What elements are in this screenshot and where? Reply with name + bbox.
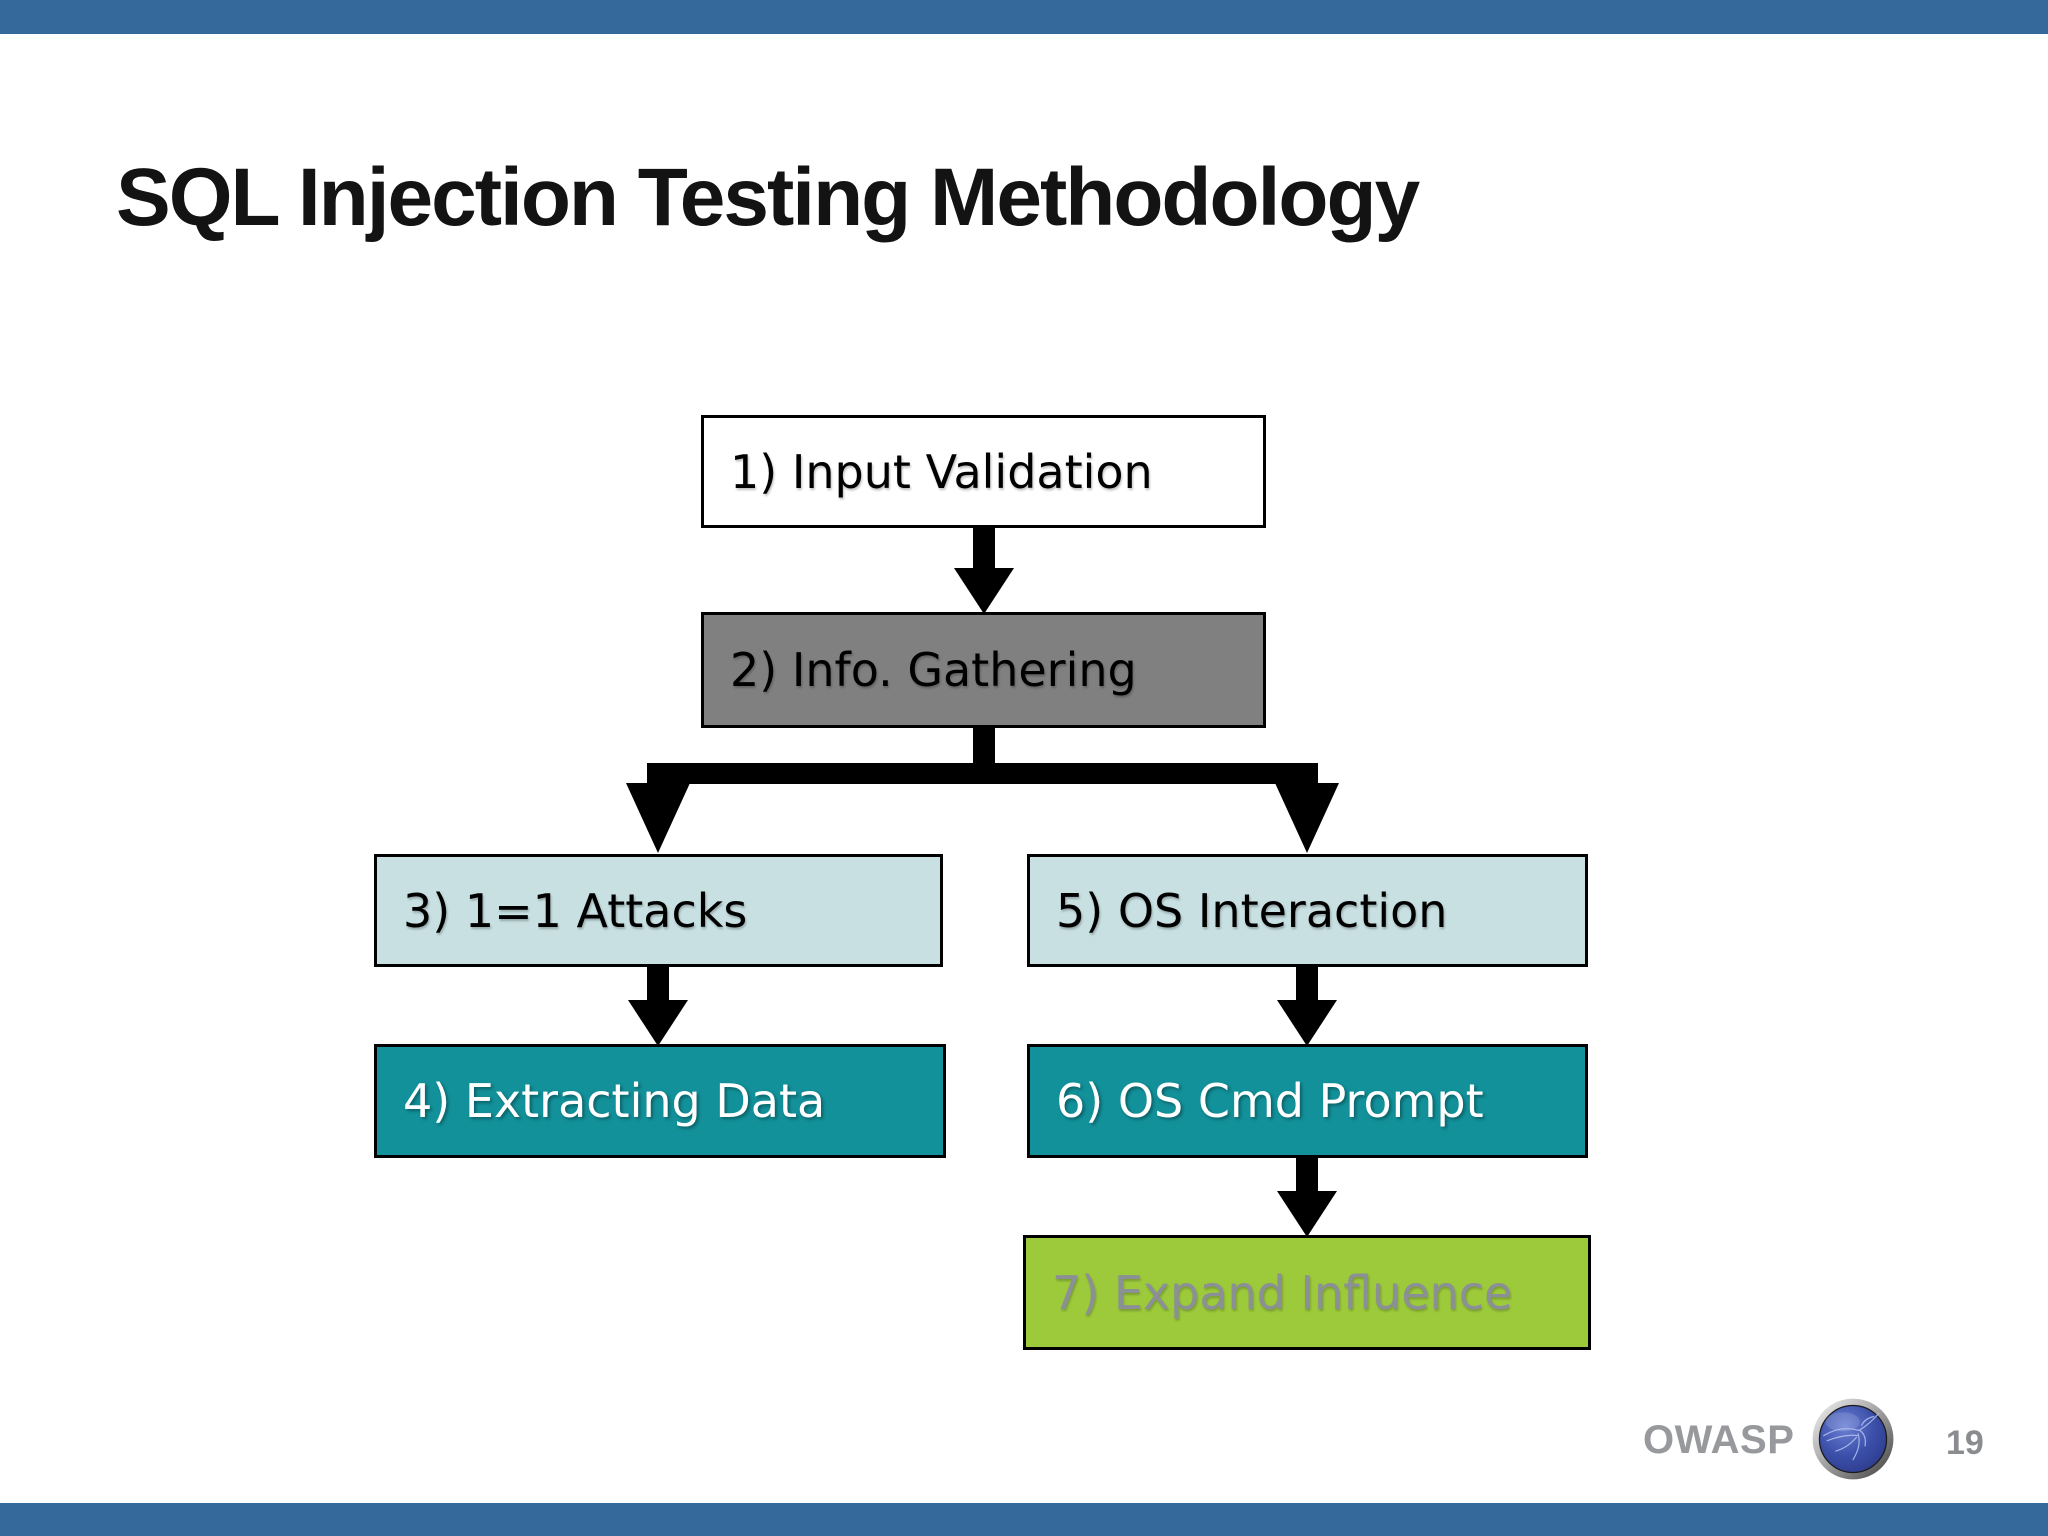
arrow-head-left-icon bbox=[626, 783, 690, 853]
arrow-head-icon bbox=[1277, 1191, 1337, 1237]
flow-node-os-cmd-prompt: 6) OS Cmd Prompt bbox=[1027, 1044, 1588, 1158]
top-accent-bar bbox=[0, 0, 2048, 34]
arrow-head-icon bbox=[954, 568, 1014, 614]
flow-node-info-gathering: 2) Info. Gathering bbox=[701, 612, 1266, 728]
arrow-head-icon bbox=[628, 1000, 688, 1046]
slide-title: SQL Injection Testing Methodology bbox=[116, 151, 1420, 243]
owasp-wordmark: OWASP bbox=[1643, 1418, 1795, 1462]
branch-stem bbox=[973, 726, 995, 766]
arrow-stem bbox=[647, 966, 669, 1004]
bottom-accent-bar bbox=[0, 1503, 2048, 1536]
owasp-wasp-globe-icon bbox=[1812, 1398, 1894, 1480]
flow-node-os-interaction: 5) OS Interaction bbox=[1027, 854, 1588, 967]
flow-node-expand-influence: 7) Expand Influence bbox=[1023, 1235, 1591, 1350]
arrow-stem bbox=[1296, 1157, 1318, 1193]
branch-bar bbox=[647, 763, 1318, 784]
page-number: 19 bbox=[1946, 1424, 1984, 1462]
arrow-stem bbox=[1296, 966, 1318, 1004]
arrow-stem bbox=[973, 527, 995, 572]
arrow-head-right-icon bbox=[1275, 783, 1339, 853]
flow-node-1eq1-attacks: 3) 1=1 Attacks bbox=[374, 854, 943, 967]
arrow-head-icon bbox=[1277, 1000, 1337, 1046]
flow-node-input-validation: 1) Input Validation bbox=[701, 415, 1266, 528]
flow-node-extracting-data: 4) Extracting Data bbox=[374, 1044, 946, 1158]
